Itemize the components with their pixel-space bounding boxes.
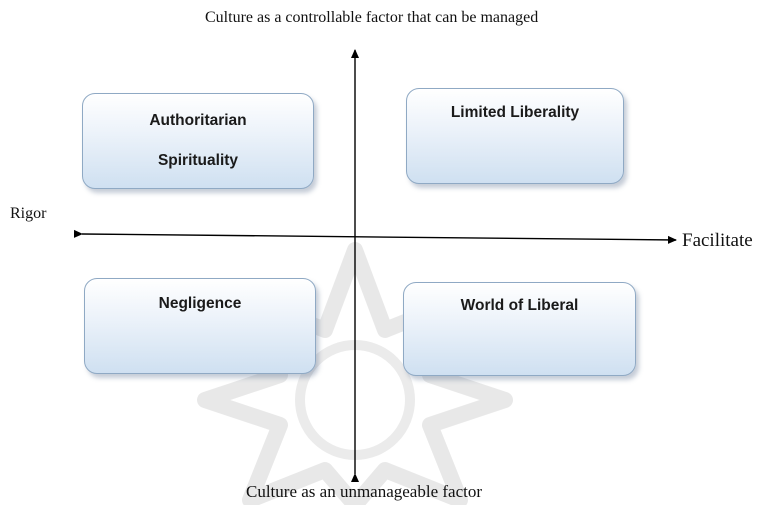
- axis-label-right: Facilitate: [682, 230, 753, 251]
- axis-label-left: Rigor: [10, 205, 47, 222]
- quadrant-bottom-left-label: Negligence: [158, 295, 242, 312]
- quadrant-top-left-line2: Spirituality: [157, 152, 239, 169]
- quadrant-box-bottom-left: Negligence: [84, 278, 316, 374]
- axis-label-top: Culture as a controllable factor that ca…: [205, 9, 539, 26]
- quadrant-top-left-line1: Authoritarian: [149, 112, 247, 129]
- quadrant-box-bottom-right: World of Liberal: [403, 282, 636, 376]
- quadrant-box-top-right: Limited Liberality: [406, 88, 624, 184]
- axis-label-bottom: Culture as an unmanageable factor: [246, 482, 483, 501]
- quadrant-top-right-label: Limited Liberality: [450, 104, 580, 121]
- quadrant-box-top-left: Authoritarian Spirituality: [82, 93, 314, 189]
- horizontal-axis: [73, 229, 677, 244]
- quadrant-bottom-right-label: World of Liberal: [460, 297, 579, 314]
